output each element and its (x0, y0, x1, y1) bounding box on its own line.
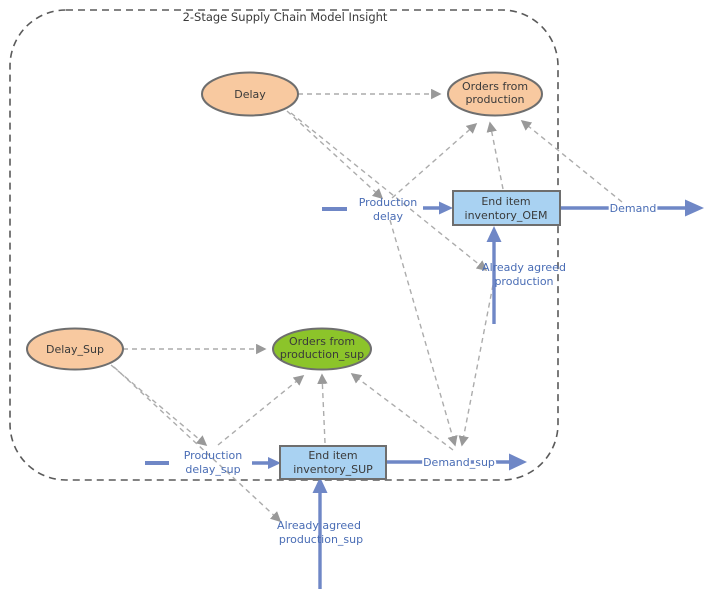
flow-label-production-delay-sup-line1[interactable]: Production (184, 449, 243, 462)
flow-already-agreed-production[interactable] (486, 226, 502, 324)
link-production-delay-sup-to-orders-sup[interactable] (217, 375, 305, 446)
link-inventory-sup-to-orders-sup[interactable] (317, 373, 328, 444)
flow-production-delay[interactable] (322, 201, 453, 215)
node-orders-sup-label-line2: production_sup (280, 348, 364, 361)
flow-arrowhead-icon (509, 453, 527, 471)
link-delay-sup-to-already-agreed-sup[interactable] (113, 366, 282, 523)
link-delay-sup-to-production-delay-sup[interactable] (110, 364, 208, 447)
flow-label-production-delay-line1[interactable]: Production (359, 196, 418, 209)
link-production-delay-to-demand-sup[interactable] (389, 219, 458, 447)
link-inventory-oem-to-orders-oem[interactable] (486, 121, 504, 190)
flow-label-demand[interactable]: Demand (608, 200, 659, 217)
flow-demand-sup[interactable] (387, 453, 527, 471)
flow-arrowhead-icon (486, 226, 502, 242)
node-orders-sup-label-line1: Orders from (289, 335, 355, 348)
node-inventory-sup-label-line2: inventory_SUP (293, 463, 373, 476)
node-delay-label: Delay (234, 88, 266, 101)
flow-label-demand-sup[interactable]: Demand_sup (421, 454, 497, 471)
diagram-title: 2-Stage Supply Chain Model Insight (183, 10, 388, 24)
flow-label-already-agreed-sup-line1[interactable]: Already agreed (277, 519, 361, 532)
node-inventory-oem-label-line1: End item (481, 195, 530, 208)
flow-arrowhead-icon (439, 201, 453, 215)
link-delay-to-production-delay[interactable] (286, 110, 384, 200)
flow-label-already-agreed-line1[interactable]: Already agreed (482, 261, 566, 274)
flow-production-delay-sup[interactable] (145, 457, 281, 469)
node-end-item-inventory-oem[interactable]: End item inventory_OEM (452, 190, 561, 226)
flow-label-already-agreed-sup-line2[interactable]: production_sup (279, 533, 363, 546)
node-delay[interactable]: Delay (201, 71, 299, 117)
node-orders-from-production-sup[interactable]: Orders from production_sup (272, 327, 372, 371)
node-delay-sup[interactable]: Delay_Sup (26, 327, 124, 371)
flow-demand[interactable] (561, 199, 704, 217)
link-delay-to-already-agreed[interactable] (290, 112, 488, 271)
link-demand-sup-to-orders-sup[interactable] (350, 373, 454, 451)
node-end-item-inventory-sup[interactable]: End item inventory_SUP (279, 445, 387, 480)
flow-arrowhead-icon (312, 477, 328, 493)
node-delay-sup-label: Delay_Sup (46, 343, 104, 356)
node-orders-oem-label-line1: Orders from (462, 80, 528, 93)
node-orders-oem-label-line2: production (465, 93, 524, 106)
flow-label-already-agreed-line2[interactable]: production (494, 275, 553, 288)
node-inventory-sup-label-line1: End item (308, 449, 357, 462)
flow-arrowhead-icon (268, 457, 281, 469)
flow-label-production-delay-line2[interactable]: delay (373, 210, 404, 223)
link-demand-to-orders-oem[interactable] (520, 120, 623, 203)
model-boundary-frame[interactable] (9, 9, 559, 481)
flow-label-production-delay-sup-line2[interactable]: delay_sup (185, 463, 240, 476)
link-production-delay-to-orders-oem[interactable] (391, 122, 478, 199)
influence-links (110, 88, 623, 523)
node-inventory-oem-label-line2: inventory_OEM (465, 209, 548, 222)
flow-arrowhead-icon (685, 199, 704, 217)
flow-already-agreed-production-sup[interactable] (312, 477, 328, 589)
node-orders-from-production[interactable]: Orders from production (447, 71, 543, 117)
link-already-agreed-to-demand-sup[interactable] (458, 284, 494, 447)
